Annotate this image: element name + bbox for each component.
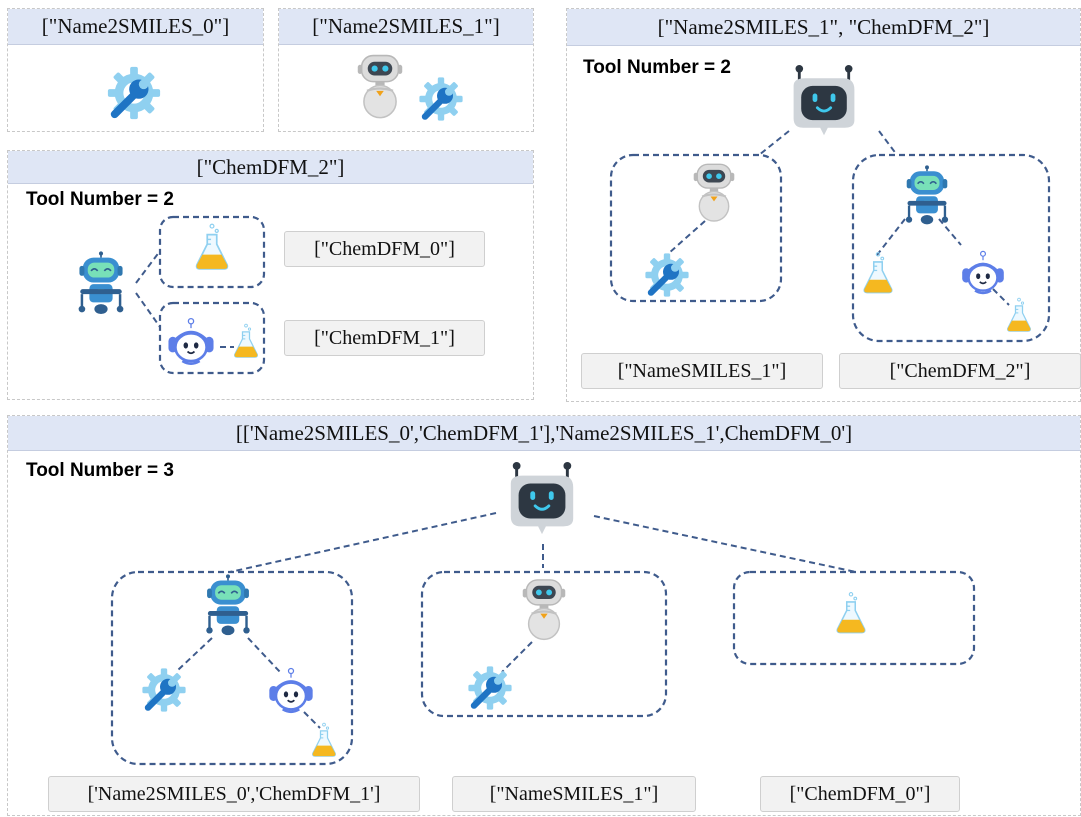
label-chemdfm-2: ["ChemDFM_2"] [839,353,1081,389]
tool-number: Tool Number = 3 [26,460,174,481]
blue-robot-icon [901,165,953,229]
tool-number: Tool Number = 2 [26,189,174,210]
wrench-gear-icon [105,64,163,122]
gray-robot-icon [357,52,403,122]
label-chemdfm-0: ["ChemDFM_0"] [760,776,960,812]
chat-bot-icon [786,65,862,141]
panel-header: ["ChemDFM_2"] [8,151,533,184]
panel-name2smiles-1-chemdfm-2: ["Name2SMILES_1", "ChemDFM_2"] Tool Numb… [566,8,1081,402]
flask-icon [1005,295,1033,335]
panel-chemdfm-2: ["ChemDFM_2"] Tool Number = 2 ["ChemDFM_… [7,150,534,400]
panel-header: ["Name2SMILES_0"] [8,9,263,45]
label-name2smiles-0-chemdfm-1: ['Name2SMILES_0','ChemDFM_1'] [48,776,420,812]
flask-icon [310,720,338,760]
wrench-gear-icon [643,251,691,299]
panel-combined-three-tools: [['Name2SMILES_0','ChemDFM_1'],'Name2SMI… [7,415,1081,816]
flask-icon [834,588,868,638]
tool-number: Tool Number = 2 [583,57,731,78]
headset-bot-icon [266,666,316,716]
label-chemdfm-0: ["ChemDFM_0"] [284,231,485,267]
panel-name2smiles-1: ["Name2SMILES_1"] [278,8,534,132]
panel-header: ["Name2SMILES_1"] [279,9,533,45]
wrench-gear-icon [466,664,514,712]
flask-icon [232,321,260,361]
gray-robot-icon [693,161,735,225]
headset-bot-icon [959,249,1007,297]
label-chemdfm-1: ["ChemDFM_1"] [284,320,485,356]
chat-bot-icon [503,462,581,540]
label-namesmiles-1: ["NameSMILES_1"] [581,353,823,389]
headset-bot-icon [165,316,217,368]
panel-name2smiles-0: ["Name2SMILES_0"] [7,8,264,132]
label-namesmiles-1: ["NameSMILES_1"] [452,776,696,812]
flask-icon [861,249,895,297]
panel-header: ["Name2SMILES_1", "ChemDFM_2"] [567,9,1080,46]
flask-icon [193,221,231,273]
blue-robot-icon [72,251,130,319]
wrench-gear-icon [417,75,465,123]
wrench-gear-icon [140,666,188,714]
gray-robot-icon [522,576,566,644]
panel-header: [['Name2SMILES_0','ChemDFM_1'],'Name2SMI… [8,416,1080,451]
blue-robot-icon [202,574,254,640]
